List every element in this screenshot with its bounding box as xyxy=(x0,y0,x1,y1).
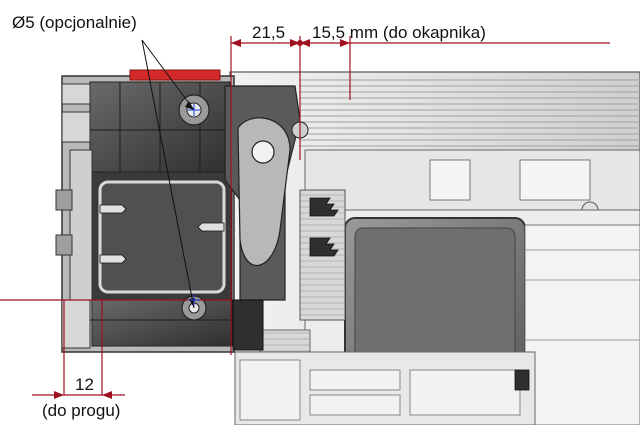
hole-label: Ø5 (opcjonalnie) xyxy=(12,13,137,32)
sash-top-ribs xyxy=(300,79,640,147)
dim-left-label: 21,5 xyxy=(252,23,285,42)
top-seal xyxy=(129,69,221,81)
gaskets xyxy=(309,197,530,391)
screw-icons xyxy=(99,204,225,264)
sash-profile xyxy=(229,71,640,425)
dim-bottom-value: 12 xyxy=(75,375,94,394)
dim-bottom-note: (do progu) xyxy=(42,401,120,420)
frame-profile xyxy=(55,75,235,353)
dim-right-label: 15,5 mm (do okapnika) xyxy=(312,23,486,42)
dimension-arrows xyxy=(54,39,350,399)
coupling-profile xyxy=(224,85,309,351)
leader-lines xyxy=(141,39,195,309)
hole-crosshairs xyxy=(188,104,200,306)
